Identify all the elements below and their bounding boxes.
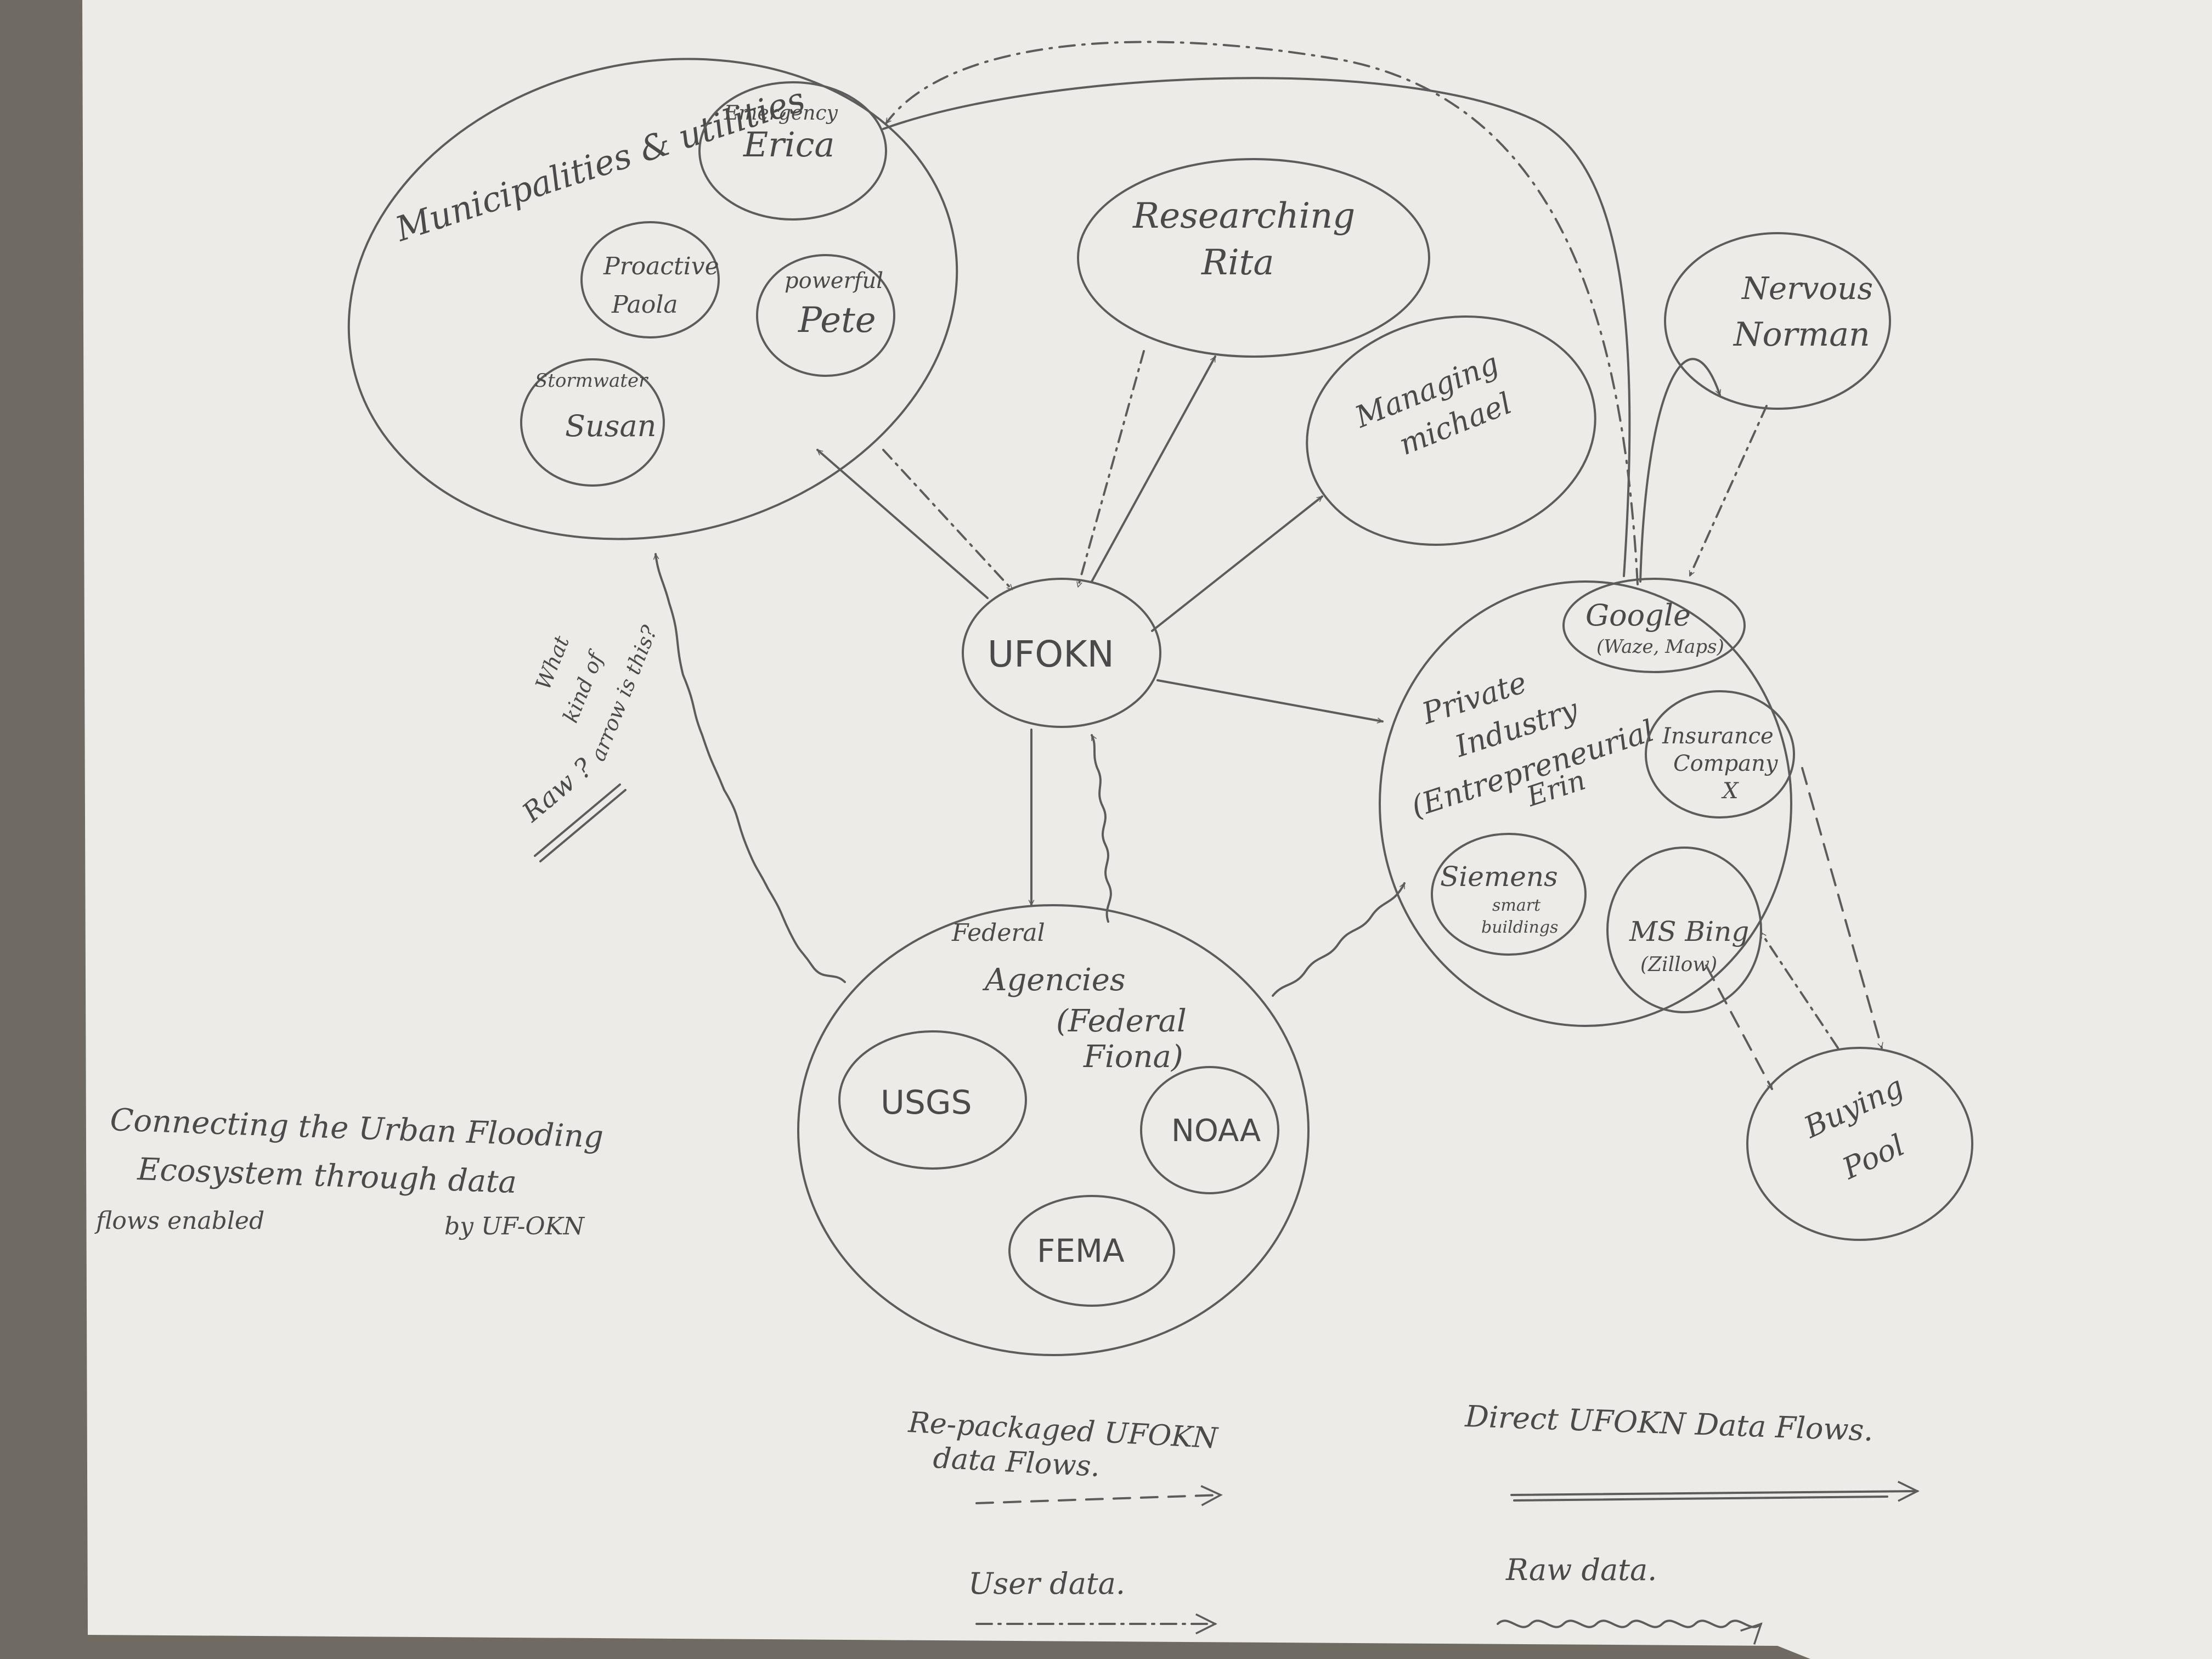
- proactive-paola-circle: [580, 221, 720, 338]
- powerful-pete-circle: [756, 254, 895, 377]
- stormwater-susan-node: Stormwater Susan: [520, 358, 665, 487]
- caption-line4: by UF-OKN: [444, 1212, 585, 1240]
- edge-google-to-norman: [1639, 358, 1720, 583]
- emergency-erica-node: Emergency Erica: [698, 81, 887, 221]
- usgs-circle: [838, 1030, 1027, 1170]
- annotation-pointer-line: [534, 783, 627, 862]
- legend-user: User data.: [968, 1566, 1217, 1635]
- federal-agencies-group: Federal Agencies (Federal Fiona): [797, 904, 1310, 1356]
- powerful-pete-node: powerful Pete: [756, 254, 895, 377]
- legend-raw-swatch: [1497, 1620, 1763, 1645]
- edge-federal-to-municipalities-raw: [656, 553, 846, 983]
- federal-agencies-line4: Fiona): [1083, 1039, 1183, 1075]
- researching-rita-circle: [1077, 158, 1430, 358]
- emergency-erica-line2: Erica: [743, 125, 834, 165]
- siemens-line3: buildings: [1481, 918, 1558, 937]
- google-node: Google (Waze, Maps): [1562, 578, 1746, 673]
- managing-michael-circle: [1306, 315, 1596, 546]
- paper-sheet: [82, 0, 2212, 1659]
- legend-repackaged: Re-packaged UFOKN data Flows.: [907, 1406, 1223, 1506]
- ms-bing-line2: (Zillow): [1640, 953, 1717, 976]
- emergency-erica-line1: Emergency: [724, 102, 838, 125]
- noaa-label: NOAA: [1171, 1113, 1261, 1149]
- legend-direct-swatch: [1510, 1481, 1920, 1502]
- edge-pool-to-bing-user: [1760, 932, 1839, 1049]
- stormwater-susan-line2: Susan: [565, 409, 656, 443]
- federal-agencies-circle: [797, 904, 1310, 1356]
- proactive-paola-node: Proactive Paola: [580, 221, 720, 338]
- google-circle: [1562, 578, 1746, 673]
- ufokn-label: UFOKN: [988, 633, 1114, 675]
- nervous-norman-node: Nervous Norman: [1664, 232, 1891, 410]
- edge-bing-to-pool: [1705, 964, 1773, 1090]
- edge-ufokn-to-michael: [1151, 495, 1323, 632]
- insurance-company-line1: Insurance: [1662, 724, 1774, 749]
- siemens-node: Siemens smart buildings: [1431, 833, 1587, 956]
- ufokn-circle: [962, 578, 1161, 728]
- nervous-norman-circle: [1664, 232, 1891, 410]
- edge-ufokn-to-private: [1156, 679, 1384, 721]
- ms-bing-circle: [1606, 847, 1762, 1013]
- ms-bing-line1: MS Bing: [1629, 916, 1749, 947]
- legend-raw: Raw data.: [1497, 1553, 1763, 1645]
- edge-federal-to-ufokn-raw: [1091, 734, 1112, 923]
- private-industry-circle: [1379, 580, 1792, 1027]
- powerful-pete-line1: powerful: [785, 268, 883, 294]
- legend-direct-swatch-stroke: [1513, 1496, 1888, 1502]
- edge-ufokn-to-municipalities: [816, 449, 989, 599]
- noaa-circle: [1140, 1066, 1279, 1194]
- emergency-erica-circle: [698, 81, 887, 221]
- researching-rita-line2: Rita: [1201, 242, 1274, 283]
- insurance-company-circle: [1645, 690, 1795, 819]
- edge-municipalities-to-ufokn-user: [882, 449, 1013, 591]
- federal-agencies-line3: (Federal: [1056, 1003, 1187, 1039]
- edge-erica-google-solid: [882, 77, 1631, 577]
- fema-label: FEMA: [1037, 1232, 1125, 1269]
- ufokn-node: UFOKN: [962, 578, 1161, 728]
- siemens-line1: Siemens: [1440, 861, 1558, 893]
- nervous-norman-line1: Nervous: [1741, 271, 1873, 307]
- proactive-paola-line1: Proactive: [603, 252, 719, 280]
- fema-node: FEMA: [1008, 1195, 1175, 1307]
- researching-rita-line1: Researching: [1132, 196, 1355, 236]
- powerful-pete-line2: Pete: [798, 300, 876, 341]
- edge-google-to-erica-user: [885, 41, 1639, 585]
- federal-agencies-line2: Agencies: [982, 962, 1126, 998]
- legend-repackaged-swatch: [975, 1485, 1223, 1506]
- google-line2: (Waze, Maps): [1596, 636, 1724, 658]
- ms-bing-node: MS Bing (Zillow): [1606, 847, 1762, 1013]
- legend-raw-label: Raw data.: [1505, 1553, 1657, 1587]
- siemens-circle: [1431, 833, 1587, 956]
- proactive-paola-line2: Paola: [611, 291, 678, 319]
- edge-insurance-to-pool: [1801, 767, 1882, 1049]
- federal-agencies-line1: Federal: [951, 919, 1045, 947]
- nervous-norman-line2: Norman: [1733, 315, 1870, 354]
- caption-line3: flows enabled: [94, 1207, 264, 1235]
- edge-federal-to-private-raw: [1272, 882, 1406, 997]
- google-line1: Google: [1585, 598, 1691, 633]
- edge-ufokn-to-rita: [1091, 356, 1216, 583]
- legend-user-label: User data.: [968, 1566, 1125, 1601]
- fema-circle: [1008, 1195, 1175, 1307]
- municipalities-circle: [347, 58, 958, 540]
- insurance-company-line2: Company: [1673, 751, 1779, 776]
- researching-rita-node: Researching Rita: [1077, 158, 1430, 358]
- siemens-line2: smart: [1492, 896, 1541, 915]
- usgs-node: USGS: [838, 1030, 1027, 1170]
- edge-norman-to-google-user: [1689, 405, 1768, 577]
- stormwater-susan-circle: [520, 358, 665, 487]
- stormwater-susan-line1: Stormwater: [535, 370, 648, 392]
- noaa-node: NOAA: [1140, 1066, 1279, 1194]
- usgs-label: USGS: [881, 1084, 972, 1122]
- buying-pool-circle: [1746, 1047, 1973, 1241]
- edge-rita-ufokn-user: [1078, 350, 1145, 588]
- insurance-company-line3: X: [1721, 778, 1739, 804]
- insurance-company-node: Insurance Company X: [1645, 690, 1795, 819]
- edges: [656, 41, 1882, 1090]
